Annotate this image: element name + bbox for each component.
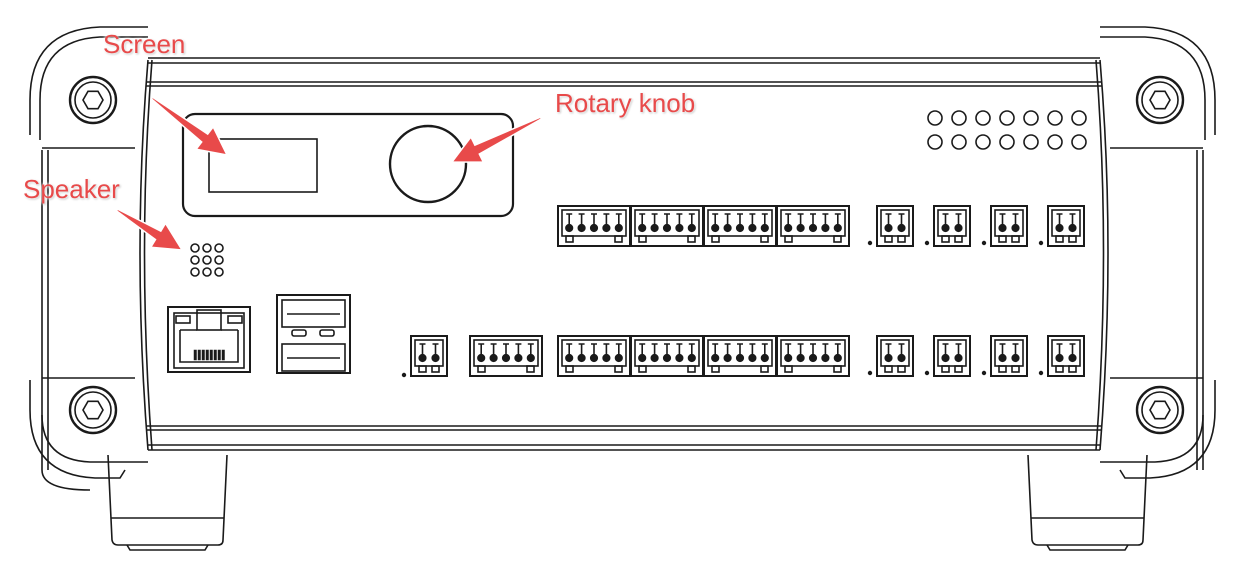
terminal-block-2pin	[410, 335, 448, 377]
polarity-dot	[924, 370, 930, 376]
polarity-dot	[981, 240, 987, 246]
polarity-dot	[401, 372, 407, 378]
screen-arrow-icon	[150, 96, 229, 157]
terminal-block-2pin	[990, 205, 1028, 247]
led-indicator	[975, 110, 991, 126]
left-foot	[107, 454, 228, 551]
screw-icon	[68, 385, 118, 435]
led-indicator	[1071, 110, 1087, 126]
speaker-grille	[190, 243, 224, 277]
polarity-dot	[867, 240, 873, 246]
usb-port-pair	[276, 294, 351, 374]
terminal-block-5pin	[703, 205, 777, 247]
led-indicator	[1047, 110, 1063, 126]
right-corner-bracket	[1100, 26, 1216, 479]
speaker-hole	[202, 243, 212, 253]
rj45-pin	[209, 349, 213, 361]
terminal-block-5pin	[557, 205, 631, 247]
annotation-speaker-label: Speaker	[23, 174, 120, 204]
terminal-block-2pin	[1047, 205, 1085, 247]
led-indicator	[1023, 110, 1039, 126]
right-foot	[1027, 454, 1148, 551]
speaker-hole	[190, 267, 200, 277]
led-indicator	[999, 134, 1015, 150]
rj45-port	[167, 306, 251, 373]
polarity-dot	[1038, 370, 1044, 376]
polarity-dot	[867, 370, 873, 376]
speaker-hole	[190, 255, 200, 265]
speaker-hole	[190, 243, 200, 253]
led-indicator	[951, 134, 967, 150]
terminal-block-5pin	[776, 335, 850, 377]
rotary-knob	[388, 124, 468, 204]
terminal-block-5pin	[776, 205, 850, 247]
annotation-rotary-knob-label: Rotary knob	[555, 88, 696, 118]
led-indicator	[999, 110, 1015, 126]
screw-icon	[1135, 75, 1185, 125]
annotation-screen-label: Screen	[103, 29, 186, 59]
polarity-dot	[981, 370, 987, 376]
terminal-block-5pin	[630, 205, 704, 247]
speaker-hole	[214, 243, 224, 253]
polarity-dot	[924, 240, 930, 246]
rj45-pin	[217, 349, 221, 361]
rj45-pin	[221, 349, 225, 361]
terminal-block-5pin	[557, 335, 631, 377]
screw-icon	[1135, 385, 1185, 435]
speaker-hole	[202, 267, 212, 277]
rj45-pin	[201, 349, 205, 361]
speaker-hole	[214, 255, 224, 265]
led-indicator	[1023, 134, 1039, 150]
terminal-block-5pin	[703, 335, 777, 377]
display-screen	[208, 138, 318, 193]
led-indicator	[1071, 134, 1087, 150]
terminal-block-2pin	[876, 335, 914, 377]
terminal-block-5pin	[469, 335, 543, 377]
terminal-block-2pin	[933, 335, 971, 377]
body-frame	[139, 57, 1109, 451]
led-indicator	[975, 134, 991, 150]
left-corner-bracket	[29, 26, 148, 491]
speaker-hole	[214, 267, 224, 277]
terminal-block-5pin	[630, 335, 704, 377]
terminal-block-2pin	[990, 335, 1028, 377]
speaker-hole	[202, 255, 212, 265]
led-indicator	[1047, 134, 1063, 150]
terminal-block-2pin	[876, 205, 914, 247]
polarity-dot	[1038, 240, 1044, 246]
rj45-pin	[197, 349, 201, 361]
indicator-leds	[927, 110, 1087, 150]
rj45-pin	[205, 349, 209, 361]
led-indicator	[927, 134, 943, 150]
front-bezel	[181, 112, 515, 218]
led-indicator	[927, 110, 943, 126]
speaker-arrow-icon	[115, 208, 184, 251]
led-indicator	[951, 110, 967, 126]
rj45-pin	[213, 349, 217, 361]
rotary-knob-arrow-icon	[450, 116, 543, 163]
screw-icon	[68, 75, 118, 125]
terminal-block-2pin	[1047, 335, 1085, 377]
rj45-pin	[193, 349, 197, 361]
terminal-block-2pin	[933, 205, 971, 247]
